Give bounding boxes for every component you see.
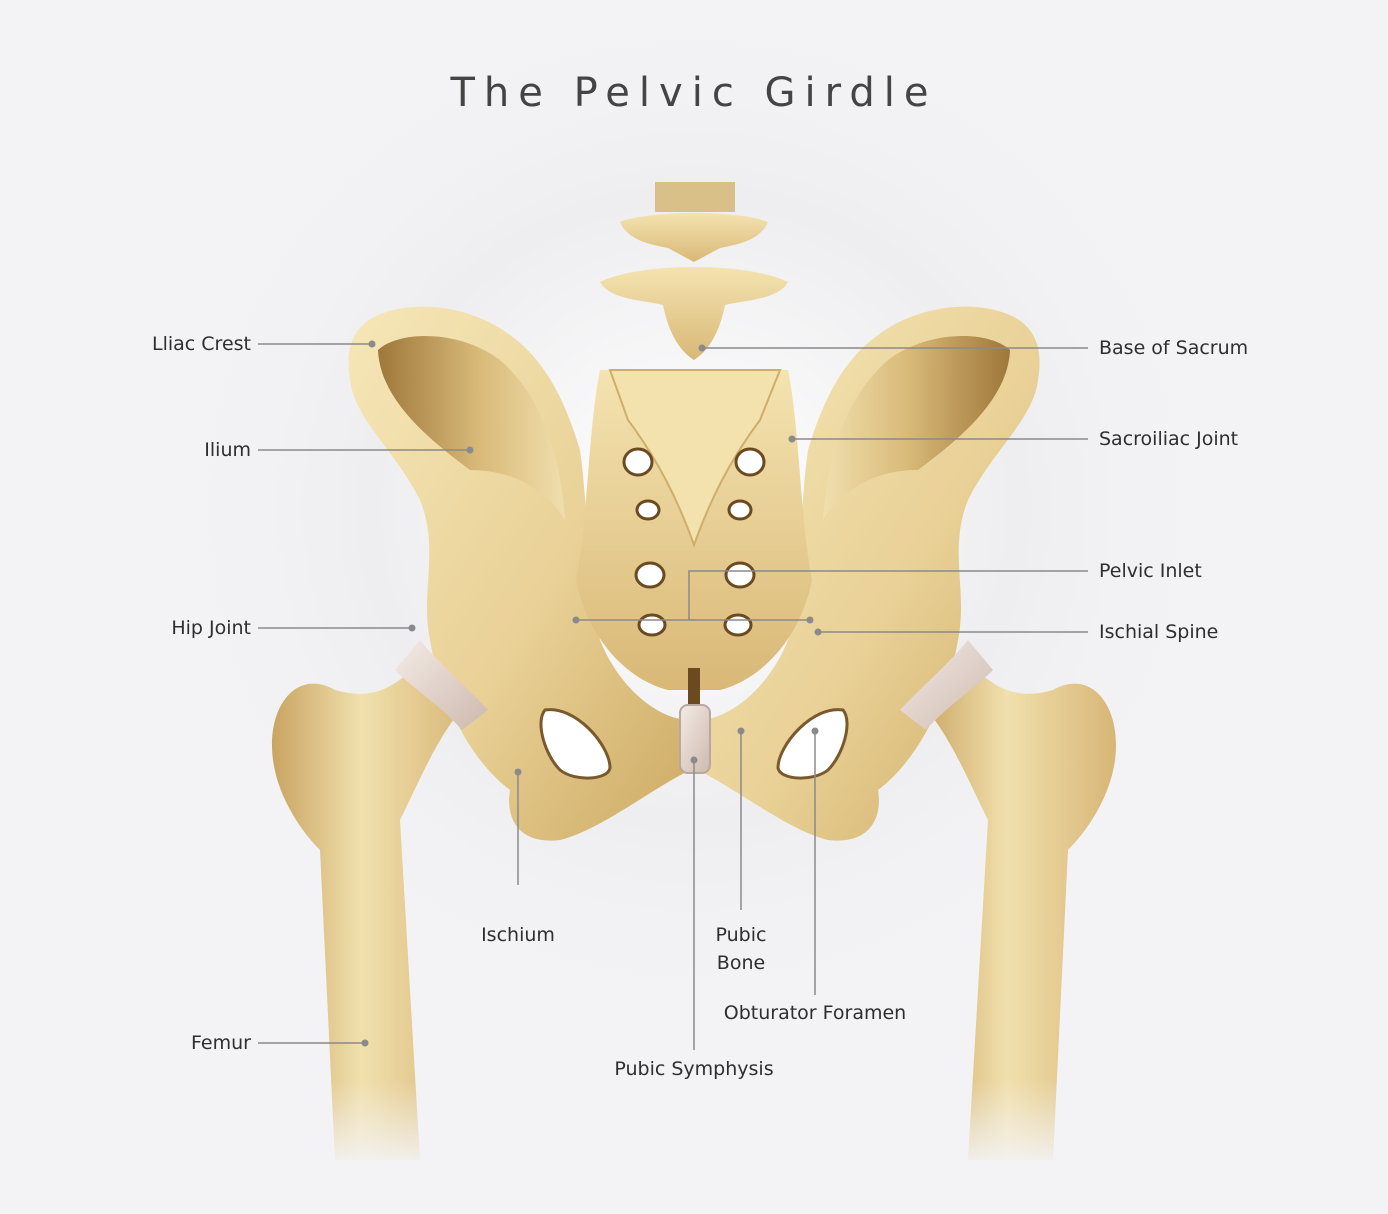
label-ischium: Ischium — [481, 924, 555, 946]
diagram-title: The Pelvic Girdle — [450, 70, 938, 116]
right-femur — [918, 660, 1116, 1170]
label-obturator-foramen: Obturator Foramen — [723, 1002, 907, 1024]
pubic-symphysis-cartilage — [679, 704, 711, 774]
right-hip-bone — [698, 306, 1040, 841]
label-hip-joint: Hip Joint — [171, 617, 251, 639]
label-femur: Femur — [191, 1032, 251, 1054]
label-pubic-bone-line1: Pubic — [715, 924, 767, 946]
leader-pelvic-inlet — [688, 570, 1088, 620]
label-ilium: Ilium — [204, 439, 251, 461]
label-sacroiliac-joint: Sacroiliac Joint — [1099, 428, 1239, 450]
leader-lines — [258, 343, 1088, 1050]
label-pubic-bone-line2: Bone — [716, 952, 766, 974]
left-femur — [272, 660, 470, 1170]
leader-endpoints — [361, 340, 822, 1047]
left-hip-bone — [348, 306, 690, 841]
hip-joint-cartilage-right — [900, 640, 993, 730]
sacrum — [576, 369, 812, 708]
label-pelvic-inlet: Pelvic Inlet — [1099, 560, 1202, 582]
hip-joint-cartilage-left — [395, 640, 488, 730]
label-iliac-crest: Lliac Crest — [152, 333, 251, 355]
label-pubic-symphysis: Pubic Symphysis — [614, 1058, 774, 1080]
label-base-of-sacrum: Base of Sacrum — [1099, 337, 1249, 359]
lumbar-vertebrae — [600, 182, 788, 360]
label-ischial-spine: Ischial Spine — [1099, 621, 1219, 643]
